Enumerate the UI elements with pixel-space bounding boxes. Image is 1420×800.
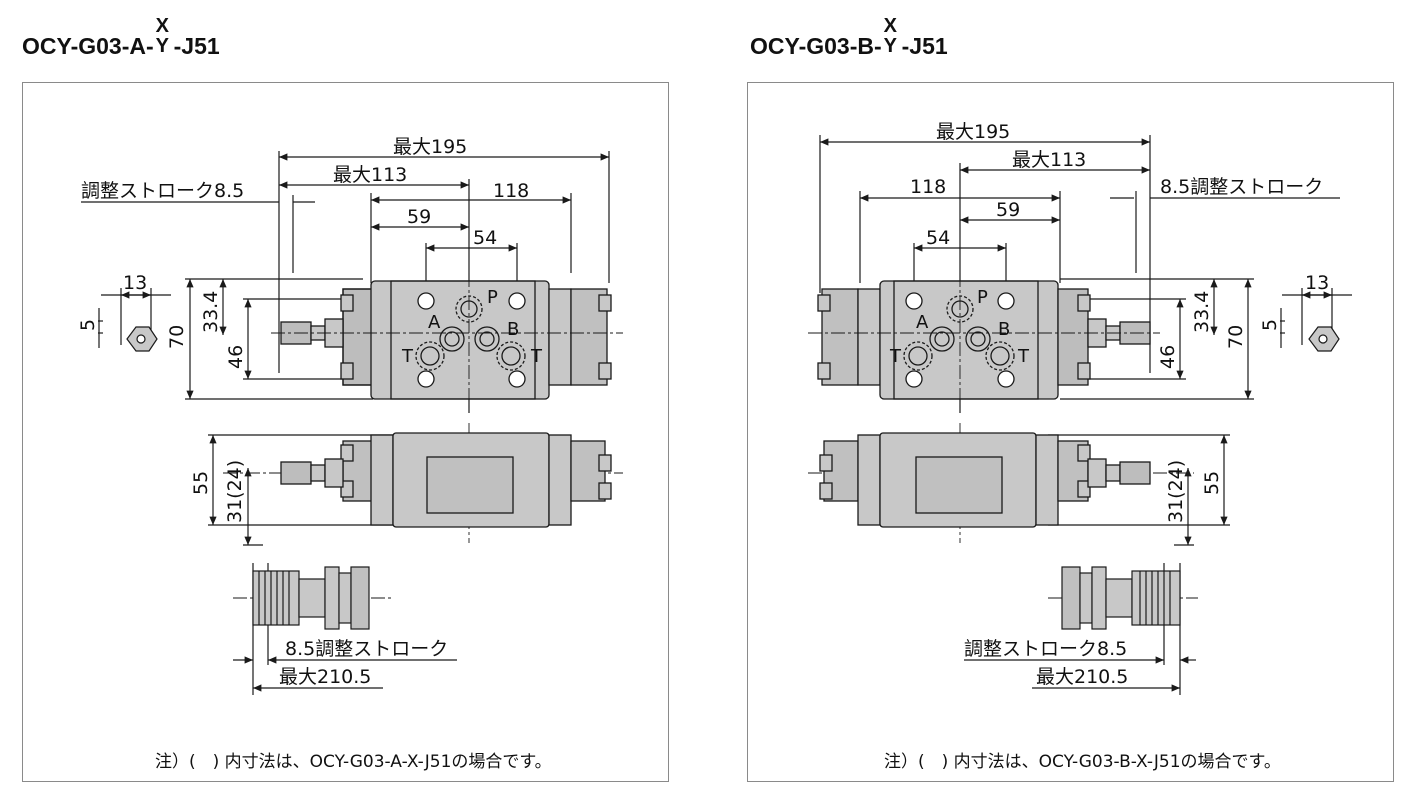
dim-118: 118: [493, 180, 529, 202]
dim-54: 54: [473, 227, 497, 249]
port-t1-label: T: [401, 346, 414, 367]
dim-46: 46: [225, 345, 247, 369]
right-note: 注）( ) 内寸法は、OCY-G03-B-X-J51の場合です。: [884, 752, 1281, 772]
left-hex-detail: [126, 326, 158, 352]
dim-33-4: 33.4: [200, 291, 222, 333]
right-knob-view: [1061, 566, 1181, 630]
dim-59: 59: [996, 199, 1020, 221]
right-front-view: [819, 432, 1151, 528]
dim-max113: 最大113: [1012, 149, 1086, 171]
right-drawing: 最大195 最大113 8.5調整ストローク 118 59 54 13 5 70…: [808, 121, 1352, 695]
port-p-label: P: [487, 287, 498, 308]
dim-55: 55: [190, 471, 212, 495]
dim-31: 31(24): [224, 460, 246, 523]
dim-stroke-top: 調整ストローク8.5: [81, 180, 244, 202]
dim-54: 54: [926, 227, 950, 249]
dim-max210-5: 最大210.5: [279, 666, 371, 688]
dim-5: 5: [77, 319, 99, 331]
dim-stroke-bottom: 調整ストローク8.5: [964, 638, 1127, 660]
dim-33-4: 33.4: [1191, 291, 1213, 333]
dim-31: 31(24): [1165, 460, 1187, 523]
right-hex-detail: [1308, 326, 1340, 352]
dim-59: 59: [407, 206, 431, 228]
dim-5: 5: [1259, 319, 1281, 331]
dim-70: 70: [166, 325, 188, 349]
port-p-label: P: [977, 287, 988, 308]
dim-13: 13: [123, 272, 147, 294]
dim-46: 46: [1157, 345, 1179, 369]
port-t1-label: T: [889, 346, 902, 367]
dim-max195: 最大195: [393, 136, 467, 158]
left-knob-view: [252, 566, 370, 630]
port-a-label: A: [428, 312, 441, 333]
dim-max210-5: 最大210.5: [1036, 666, 1128, 688]
port-b-label: B: [507, 319, 519, 340]
dim-max195: 最大195: [936, 121, 1010, 143]
right-top-view: [817, 280, 1151, 400]
dim-stroke-bottom: 8.5調整ストローク: [285, 638, 448, 660]
dim-118: 118: [910, 176, 946, 198]
dim-13: 13: [1305, 272, 1329, 294]
port-a-label: A: [916, 312, 929, 333]
dim-max113: 最大113: [333, 164, 407, 186]
left-note: 注）( ) 内寸法は、OCY-G03-A-X-J51の場合です。: [155, 752, 552, 772]
left-front-view: [280, 432, 612, 528]
port-t2-label: T: [530, 346, 543, 367]
dim-70: 70: [1225, 325, 1247, 349]
dim-55: 55: [1201, 471, 1223, 495]
port-t2-label: T: [1017, 346, 1030, 367]
port-b-label: B: [998, 319, 1010, 340]
left-drawing-panel: 最大195 最大113 調整ストローク8.5 118 59 54 13 5 70…: [22, 82, 669, 782]
right-drawing-panel: 最大195 最大113 8.5調整ストローク 118 59 54 13 5 70…: [747, 82, 1394, 782]
left-drawing: 最大195 最大113 調整ストローク8.5 118 59 54 13 5 70…: [77, 136, 623, 695]
dim-stroke-top: 8.5調整ストローク: [1160, 176, 1323, 198]
